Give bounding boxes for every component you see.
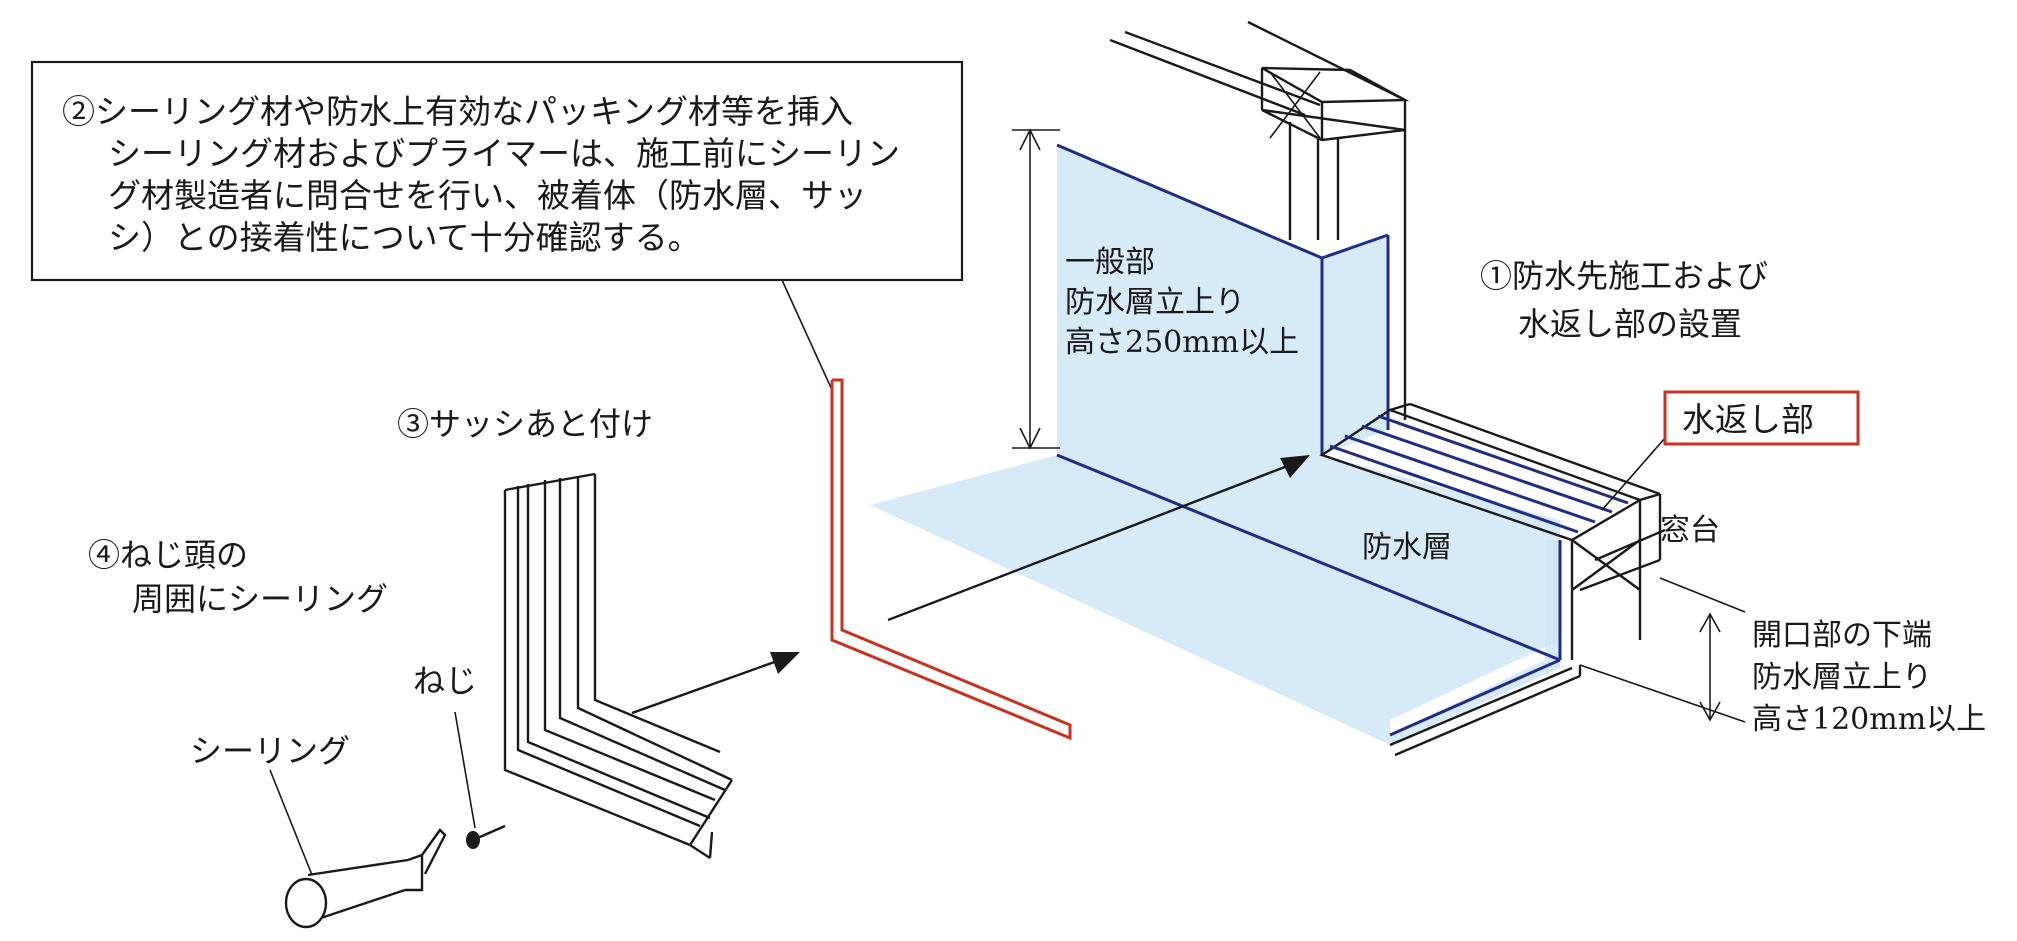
general-part-line-1: 一般部 — [1065, 245, 1155, 280]
opening-bottom-line-1: 開口部の下端 — [1752, 618, 1932, 653]
callout-line-4: シ）との接着性について十分確認する。 — [108, 218, 701, 257]
sash-arrow — [631, 652, 800, 715]
callout-line-3: グ材製造者に問合せを行い、被着体（防水層、サッ — [108, 176, 867, 215]
general-part-line-2: 防水層立上り — [1065, 285, 1245, 320]
sash-section — [830, 378, 1072, 741]
callout-line-2: シーリング材およびプライマーは、施工前にシーリン — [108, 134, 900, 173]
step1-line-1: ①防水先施工および — [1480, 257, 1768, 295]
step3-label: ③サッシあと付け — [397, 405, 653, 443]
step1-line-2: 水返し部の設置 — [1518, 305, 1742, 343]
step4-line-1: ④ねじ頭の — [88, 536, 248, 574]
wall-structure — [1109, 20, 1410, 420]
sealant-label: シーリング — [190, 732, 350, 770]
waterproof-membrane — [870, 143, 1562, 745]
screw-leader — [454, 711, 476, 829]
general-part-line-3: 高さ250mm以上 — [1065, 325, 1299, 360]
water-return-leader — [1601, 437, 1666, 511]
opening-bottom-line-2: 防水層立上り — [1752, 660, 1932, 695]
sash-frame — [503, 472, 734, 860]
callout-leader — [781, 279, 833, 391]
water-return-box — [1663, 390, 1860, 446]
callout-line-1: ②シーリング材や防水上有効なパッキング材等を挿入 — [62, 92, 853, 131]
sealant-leader — [269, 769, 313, 876]
sealant-tube — [284, 828, 447, 929]
screw — [466, 824, 506, 849]
opening-bottom-line-3: 高さ120mm以上 — [1752, 702, 1986, 737]
install-arrow — [887, 455, 1310, 622]
window-sill-label: 窓台 — [1660, 513, 1720, 548]
callout-box — [30, 60, 964, 282]
window-sill — [1389, 492, 1666, 757]
screw-label: ねじ — [413, 662, 477, 700]
dimension-general-part — [1012, 128, 1060, 450]
dimension-opening-bottom — [1579, 577, 1746, 723]
step4-line-2: 周囲にシーリング — [132, 580, 388, 618]
water-return-label: 水返し部 — [1682, 400, 1814, 439]
waterproof-layer-label: 防水層 — [1362, 530, 1452, 565]
